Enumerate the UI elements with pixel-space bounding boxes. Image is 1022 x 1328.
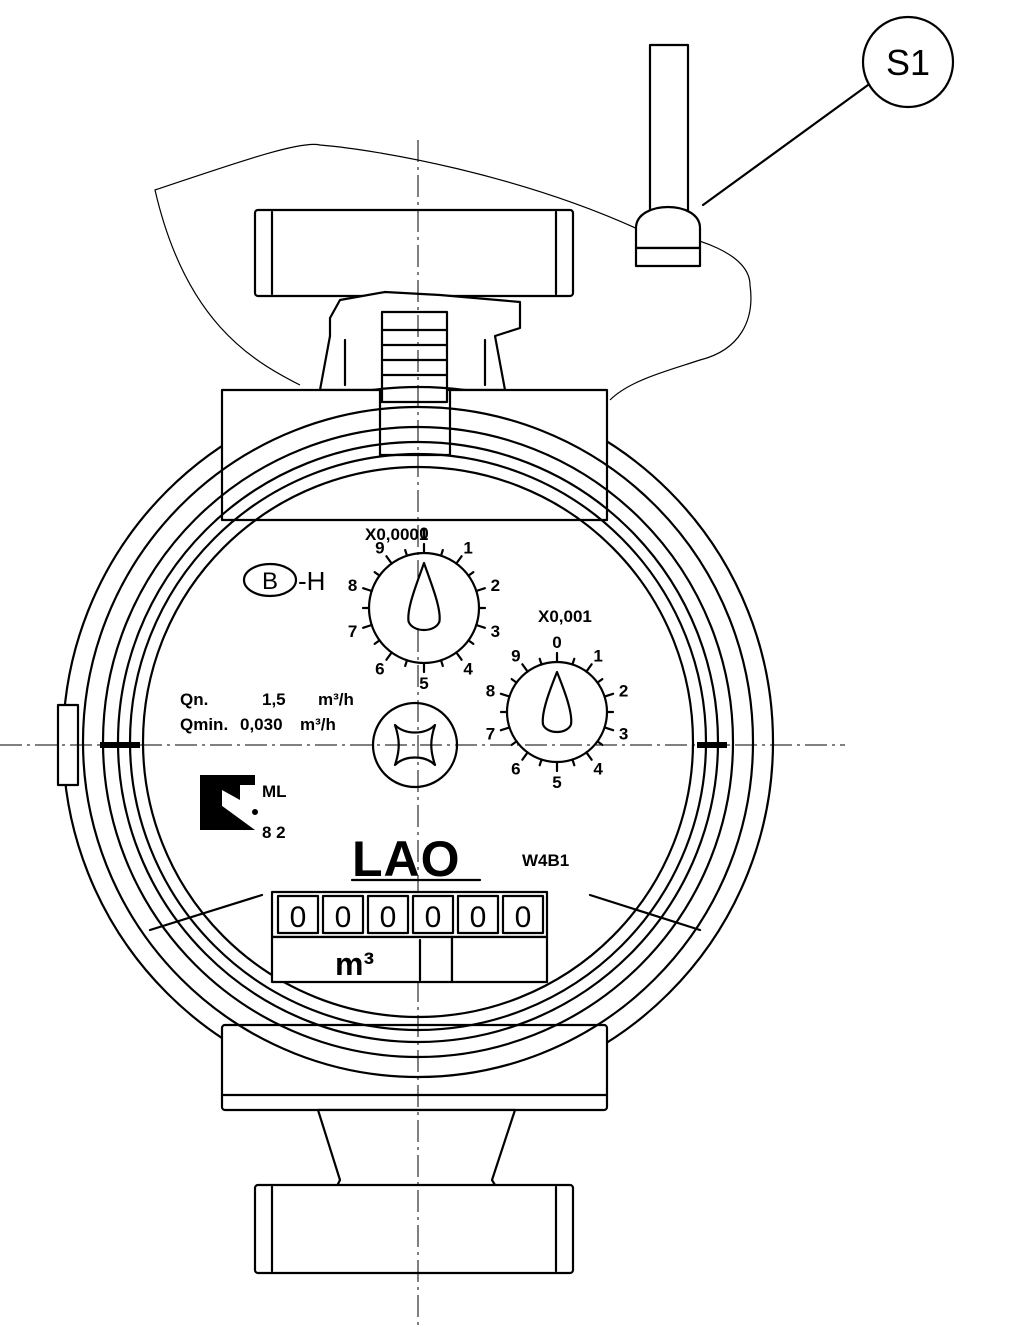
counter-digit: 0 — [335, 901, 352, 934]
counter-wheel — [501, 894, 545, 935]
callout-label: S1 — [886, 42, 930, 83]
counter-wheel — [321, 894, 365, 935]
class-letter: B — [262, 568, 278, 595]
qmin-label: Qmin. — [180, 715, 228, 734]
bottom-coupling — [253, 1108, 575, 1275]
class-mark: B -H — [242, 562, 325, 598]
small-dial-tick — [362, 587, 373, 593]
qn-label: Qn. — [180, 690, 208, 709]
approval-mark: ML 8 2 — [200, 775, 287, 842]
qmin-value: 0,030 — [240, 715, 283, 734]
small-dial-digit: 4 — [463, 660, 473, 679]
large-dial-digit: 8 — [486, 681, 495, 700]
small-dial-digit: 5 — [419, 674, 428, 693]
counter-wheel — [456, 894, 500, 935]
small-dial-pointer — [407, 561, 441, 632]
large-dial: 0 12 34 5 67 89 — [486, 633, 629, 792]
qmin-unit: m³/h — [300, 715, 336, 734]
small-dial-tick — [404, 659, 409, 668]
small-dial-digit: 1 — [463, 538, 472, 557]
large-dial-digit: 1 — [593, 646, 602, 665]
large-dial-tick — [596, 740, 604, 747]
counter-digit: 0 — [290, 901, 307, 934]
large-dial-tick — [499, 692, 511, 698]
large-dial-tick — [571, 758, 576, 767]
small-dial-tick — [439, 548, 444, 557]
small-dial-digit: 6 — [375, 660, 384, 679]
small-dial-tick — [362, 623, 373, 629]
class-suffix: -H — [298, 566, 325, 596]
small-dial-tick — [455, 555, 463, 565]
counter-digit: 0 — [515, 901, 532, 934]
small-dial-tick — [373, 639, 381, 645]
large-dial-pointer — [541, 670, 573, 734]
approval-line2: 8 2 — [262, 823, 286, 842]
small-dial-tick — [467, 639, 475, 645]
small-dial-digit: 2 — [491, 576, 500, 595]
large-dial-tick — [521, 751, 529, 761]
large-dial-tick — [521, 663, 529, 673]
small-dial-multiplier: X0,0001 — [365, 525, 428, 544]
leak-indicator-icon — [371, 701, 459, 789]
counter-unit: m³ — [335, 946, 374, 982]
sensor-rod — [634, 43, 702, 268]
counter-wheel — [276, 894, 320, 935]
small-dial-tick — [385, 651, 393, 661]
large-dial-tick — [538, 657, 543, 666]
counter-digit: 0 — [470, 901, 487, 934]
large-dial-tick — [510, 740, 518, 747]
counter-digit: 0 — [425, 901, 442, 934]
large-dial-digit: 0 — [552, 633, 561, 652]
small-dial-tick — [455, 651, 463, 661]
qn-value: 1,5 — [262, 690, 286, 709]
top-coupling-nut — [253, 208, 575, 298]
large-dial-digit: 9 — [511, 646, 520, 665]
brand-logo: LAO — [352, 831, 461, 887]
large-dial-tick — [603, 692, 615, 698]
large-dial-digit: 6 — [511, 760, 520, 779]
large-dial-tick — [571, 657, 576, 666]
small-dial-tick — [373, 571, 381, 577]
large-dial-tick — [585, 663, 593, 673]
large-dial-digit: 2 — [619, 681, 628, 700]
section-outline — [154, 143, 752, 401]
small-dial-tick — [475, 587, 486, 593]
counter-wheel — [411, 894, 455, 935]
large-dial-tick — [596, 677, 604, 684]
top-neck — [318, 290, 522, 404]
small-dial-tick — [467, 571, 475, 577]
large-dial-tick — [603, 726, 615, 732]
model-number: W4B1 — [522, 851, 569, 870]
large-dial-digit: 3 — [619, 725, 628, 744]
large-dial-digit: 5 — [552, 773, 561, 792]
small-dial-digit: 3 — [491, 622, 500, 641]
large-dial-tick — [585, 751, 593, 761]
small-dial-digit: 9 — [375, 538, 384, 557]
small-dial-tick — [385, 555, 393, 565]
qn-unit: m³/h — [318, 690, 354, 709]
large-dial-digit: 4 — [593, 760, 603, 779]
small-dial-tick — [404, 548, 409, 557]
large-dial-tick — [499, 726, 511, 732]
callout-balloon — [861, 15, 955, 109]
small-dial-tick — [475, 623, 486, 629]
large-dial-digit: 7 — [486, 725, 495, 744]
callout-leader — [701, 83, 870, 207]
small-dial-digit: 8 — [348, 576, 357, 595]
approval-line1: ML — [262, 782, 287, 801]
counter-digit: 0 — [380, 901, 397, 934]
small-dial: 0 12 34 5 67 89 — [348, 524, 500, 693]
large-dial-multiplier: X0,001 — [538, 607, 592, 626]
meter-housing — [56, 385, 775, 1112]
small-dial-tick — [439, 659, 444, 668]
small-dial-digit: 0 — [419, 524, 428, 543]
small-dial-digit: 7 — [348, 622, 357, 641]
counter-wheel — [366, 894, 410, 935]
large-dial-tick — [510, 677, 518, 684]
large-dial-tick — [538, 758, 543, 767]
